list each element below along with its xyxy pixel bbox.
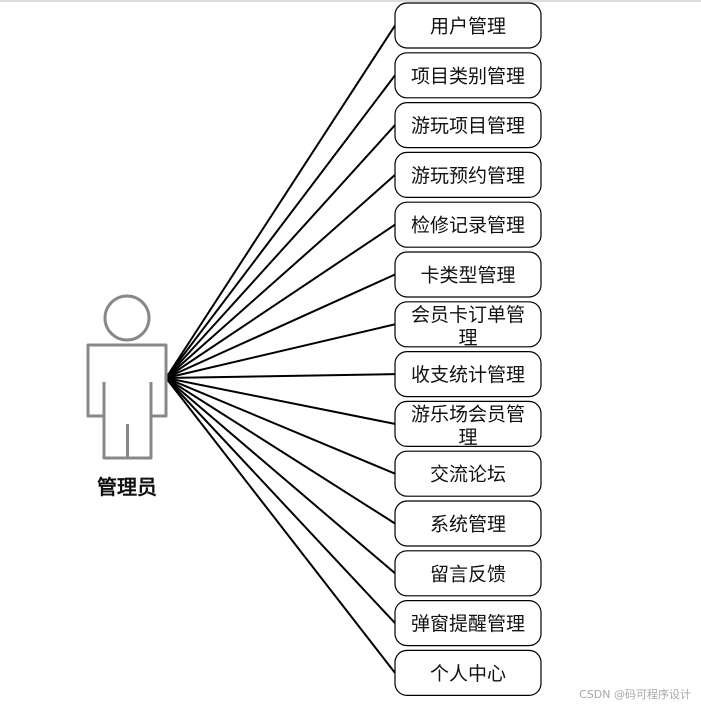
actor-head	[103, 294, 151, 342]
use-case-label: 项目类别管理	[411, 65, 525, 87]
use-case-label: 交流论坛	[430, 464, 506, 486]
use-case-box	[394, 151, 542, 198]
use-case-label: 卡类型管理	[420, 265, 515, 287]
association-line	[165, 223, 396, 379]
actor-administrator[interactable]: 管理员	[86, 294, 168, 499]
use-case-label: 游玩项目管理	[411, 115, 525, 137]
association-line	[165, 74, 396, 379]
actor-body	[86, 343, 168, 460]
use-case-node[interactable]: 系统管理	[394, 500, 542, 547]
use-case-node[interactable]: 留言反馈	[394, 550, 542, 597]
association-line	[165, 273, 396, 379]
use-case-box	[394, 101, 542, 149]
association-line	[165, 174, 396, 379]
watermark: CSDN @码可程序设计	[579, 688, 691, 701]
use-case-label: 用户管理	[430, 16, 506, 38]
use-case-label: 游玩预约管理	[411, 165, 525, 187]
use-case-box	[394, 301, 542, 348]
use-case-list: 用户管理项目类别管理游玩项目管理游玩预约管理检修记录管理卡类型管理会员卡订单管理…	[394, 2, 542, 697]
use-case-node[interactable]: 项目类别管理	[394, 52, 542, 99]
use-case-label: 理	[458, 426, 477, 448]
use-case-label: 留言反馈	[430, 563, 506, 585]
use-case-node[interactable]: 检修记录管理	[394, 201, 542, 248]
use-case-box	[394, 550, 542, 597]
association-line	[165, 124, 396, 379]
association-line	[165, 377, 396, 575]
use-case-label: 系统管理	[430, 514, 506, 536]
use-case-label: 收支统计管理	[411, 364, 525, 386]
use-case-node[interactable]: 游玩预约管理	[394, 151, 542, 198]
association-line	[165, 24, 396, 379]
association-line	[165, 323, 396, 379]
association-lines	[165, 24, 396, 674]
use-case-box	[394, 2, 542, 49]
use-case-node[interactable]: 弹窗提醒管理	[394, 599, 542, 647]
association-line	[165, 377, 396, 525]
actor-label: 管理员	[97, 475, 157, 499]
use-case-node[interactable]: 卡类型管理	[394, 251, 542, 298]
use-case-box	[394, 599, 542, 647]
use-case-label: 会员卡订单管	[411, 304, 525, 326]
use-case-box	[394, 52, 542, 99]
use-case-label: 弹窗提醒管理	[411, 613, 525, 635]
use-case-box	[394, 201, 542, 248]
use-case-node[interactable]: 个人中心	[394, 649, 542, 697]
use-case-label: 游乐场会员管	[411, 403, 525, 425]
use-case-label: 理	[458, 327, 477, 349]
use-case-box	[394, 351, 542, 398]
top-border	[0, 0, 701, 2]
association-line	[165, 377, 396, 674]
association-line	[165, 373, 396, 379]
use-case-node[interactable]: 交流论坛	[394, 450, 542, 497]
association-line	[165, 377, 396, 425]
association-line	[165, 377, 396, 475]
use-case-box	[394, 251, 542, 298]
use-case-box	[394, 450, 542, 497]
use-case-node[interactable]: 游玩项目管理	[394, 101, 542, 149]
use-case-box	[394, 400, 542, 447]
association-line	[165, 377, 396, 624]
use-case-box	[394, 500, 542, 547]
use-case-box	[394, 649, 542, 697]
use-case-node[interactable]: 用户管理	[394, 2, 542, 49]
use-case-label: 个人中心	[430, 663, 506, 685]
use-case-node[interactable]: 收支统计管理	[394, 351, 542, 398]
use-case-label: 检修记录管理	[411, 215, 525, 237]
